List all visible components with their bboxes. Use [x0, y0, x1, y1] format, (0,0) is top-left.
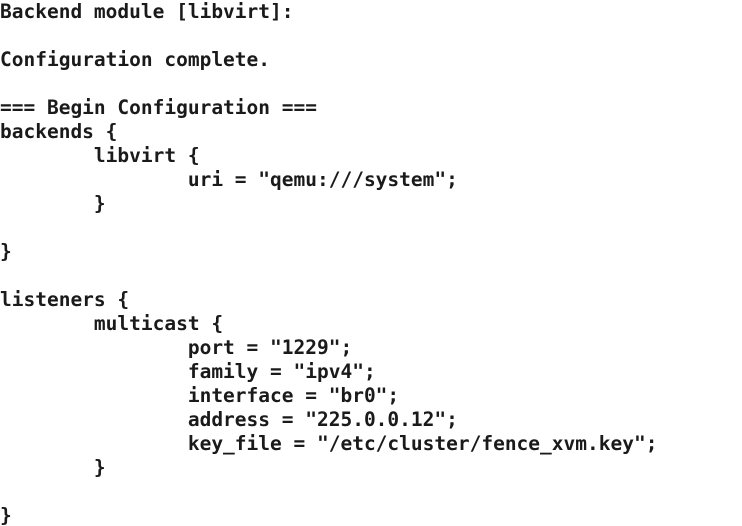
terminal-line	[0, 72, 742, 96]
terminal-line: Backend module [libvirt]:	[0, 0, 294, 23]
terminal-line: family = "ipv4";	[0, 360, 376, 383]
terminal-line: key_file = "/etc/cluster/fence_xvm.key";	[0, 432, 658, 455]
terminal-line	[0, 264, 742, 288]
terminal-line: }	[0, 192, 106, 215]
terminal-line: port = "1229";	[0, 336, 353, 359]
terminal-line: backends {	[0, 120, 118, 143]
terminal-line: multicast {	[0, 312, 224, 335]
terminal-line: Configuration complete.	[0, 48, 271, 71]
terminal-line: uri = "qemu:///system";	[0, 168, 458, 191]
terminal-line: }	[0, 240, 12, 263]
terminal-line: interface = "br0";	[0, 384, 400, 407]
terminal-line	[0, 480, 742, 504]
terminal-line: }	[0, 504, 12, 526]
terminal-line: }	[0, 456, 106, 479]
terminal-line: === Begin Configuration ===	[0, 96, 317, 119]
terminal-line	[0, 24, 742, 48]
terminal-line: address = "225.0.0.12";	[0, 408, 458, 431]
terminal-line: listeners {	[0, 288, 130, 311]
terminal-line	[0, 216, 742, 240]
terminal-line: libvirt {	[0, 144, 200, 167]
